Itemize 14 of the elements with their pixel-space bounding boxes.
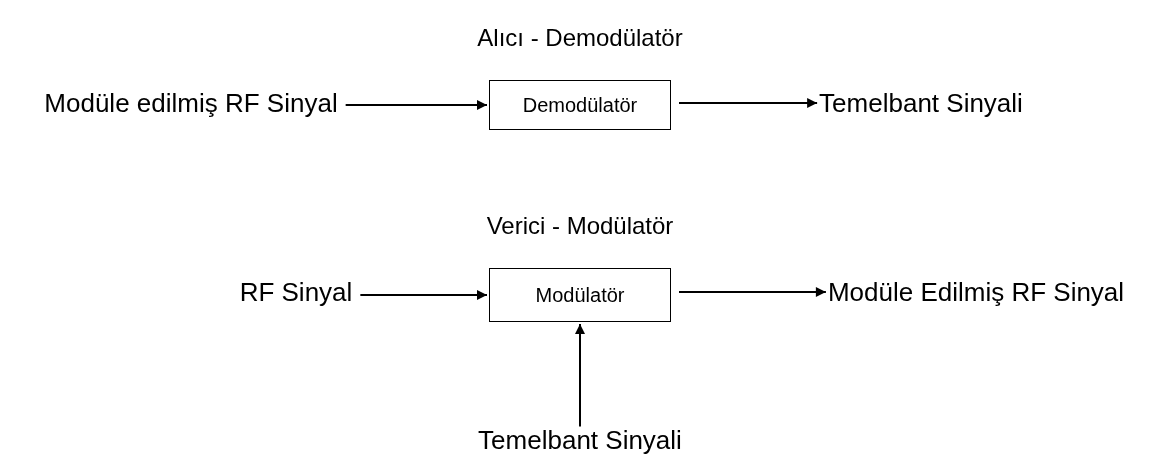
signal-label: Temelbant Sinyali	[819, 87, 1023, 119]
arrow	[575, 323, 585, 428]
section-heading: Alıcı - Demodülatör	[477, 24, 683, 52]
arrow	[344, 100, 488, 110]
signal-label: Modüle edilmiş RF Sinyal	[44, 87, 338, 119]
signal-label: Temelbant Sinyali	[478, 424, 682, 456]
signal-label: RF Sinyal	[239, 276, 353, 308]
section-heading: Verici - Modülatör	[486, 212, 674, 240]
arrow	[678, 98, 819, 108]
process-box: Modülatör	[489, 268, 671, 322]
process-box: Demodülatör	[489, 80, 671, 130]
arrow	[359, 290, 488, 300]
signal-label: Modüle Edilmiş RF Sinyal	[827, 276, 1125, 308]
arrow	[678, 287, 827, 297]
